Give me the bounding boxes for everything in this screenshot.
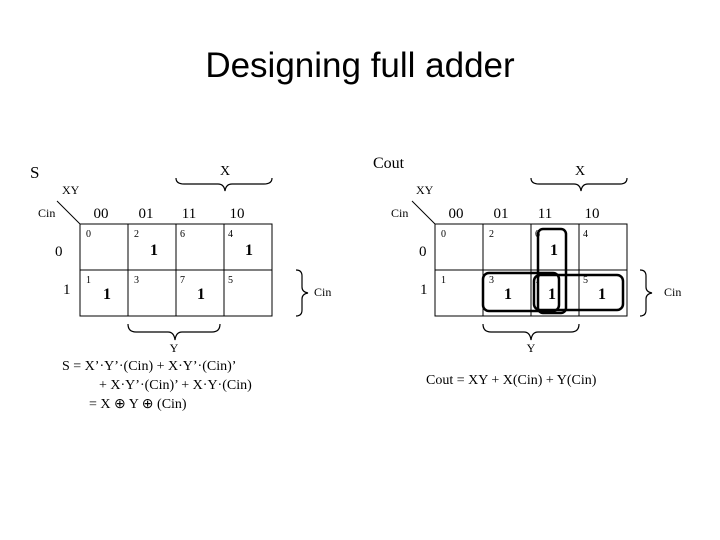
corner-divider: [56, 200, 81, 225]
cell-index: 6: [180, 229, 185, 240]
cell-value: 1: [550, 242, 558, 259]
cell-index: 1: [441, 275, 446, 286]
cell-index: 4: [583, 229, 588, 240]
col-header: 00: [94, 206, 109, 222]
cell-index: 0: [86, 229, 91, 240]
equation-line-3: = X ⊕ Y ⊕ (Cin): [89, 397, 187, 412]
equation-line-2: + X·Y’·(Cin)’ + X·Y·(Cin): [99, 378, 252, 393]
cell-value: 1: [598, 286, 606, 303]
bottom-brace: [482, 323, 580, 341]
right-brace-label: Cin: [314, 285, 331, 299]
equation-line-1: S = X’·Y’·(Cin) + X·Y’·(Cin)’: [62, 359, 236, 374]
col-header: 01: [494, 206, 509, 222]
kmap-name: S: [30, 163, 39, 182]
page-title: Designing full adder: [205, 46, 515, 85]
col-header: 11: [538, 206, 552, 222]
cell-index: 1: [86, 275, 91, 286]
top-brace-label: X: [220, 164, 230, 179]
row-var-label: Cin: [38, 206, 55, 220]
cell-index: 3: [134, 275, 139, 286]
row-var-label: Cin: [391, 206, 408, 220]
right-brace: [639, 269, 653, 317]
cell-index: 5: [583, 275, 588, 286]
kmap-name: Cout: [373, 155, 405, 172]
bottom-brace-label: Y: [527, 341, 536, 355]
row-header: 1: [63, 282, 71, 298]
col-header: 11: [182, 206, 196, 222]
col-header: 01: [139, 206, 154, 222]
cell-index: 2: [489, 229, 494, 240]
kmap-carry: Cout X XY Cin 00 01 11 10 0 1 0 2 6 4 1 …: [373, 155, 681, 388]
top-brace-label: X: [575, 164, 585, 179]
kmap-grid: [434, 223, 628, 317]
top-brace: [530, 177, 628, 192]
row-header: 1: [420, 282, 428, 298]
cell-index: 0: [441, 229, 446, 240]
cell-index: 7: [180, 275, 185, 286]
cell-value: 1: [103, 286, 111, 303]
right-brace-label: Cin: [664, 285, 681, 299]
bottom-brace-label: Y: [170, 341, 179, 355]
kmap-grid: [79, 223, 273, 317]
cell-value: 1: [548, 286, 556, 303]
corner-divider: [411, 200, 436, 225]
cell-value: 1: [245, 242, 253, 259]
bottom-brace: [127, 323, 221, 341]
group-x-cin: [532, 273, 625, 312]
equation-line-1: Cout = XY + X(Cin) + Y(Cin): [426, 373, 597, 388]
col-header: 10: [585, 206, 600, 222]
cell-value: 1: [150, 242, 158, 259]
group-y-cin: [481, 271, 561, 313]
top-brace: [175, 177, 273, 192]
group-xy: [536, 227, 568, 315]
col-var-label: XY: [416, 183, 434, 197]
cell-value: 1: [504, 286, 512, 303]
col-var-label: XY: [62, 183, 80, 197]
col-header: 10: [230, 206, 245, 222]
groupings: [481, 227, 625, 315]
cell-index: 2: [134, 229, 139, 240]
row-header: 0: [55, 244, 63, 260]
right-brace: [295, 269, 309, 317]
cell-index: 5: [228, 275, 233, 286]
kmap-sum: S X XY Cin 00 01 11 10 0 1 0 2 6 4 1 3 7…: [30, 163, 331, 412]
row-header: 0: [419, 244, 427, 260]
cell-index: 3: [489, 275, 494, 286]
col-header: 00: [449, 206, 464, 222]
cell-index: 4: [228, 229, 233, 240]
cell-value: 1: [197, 286, 205, 303]
